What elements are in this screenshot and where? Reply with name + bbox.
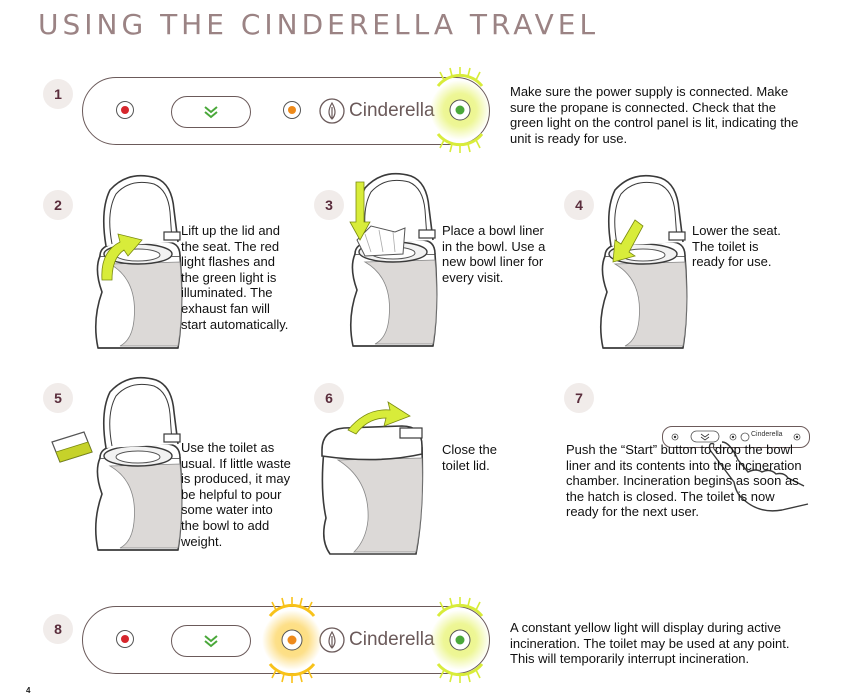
toilet-lid-open-illustration <box>80 170 190 360</box>
chevron-down-icon <box>204 106 218 119</box>
page-title: USING THE CINDERELLA TRAVEL <box>38 8 600 41</box>
mini-control-panel: Cinderella <box>662 426 810 448</box>
step-number-3: 3 <box>314 190 344 220</box>
step-7-text: Push the “Start” button to drop the bowl… <box>566 442 802 520</box>
step-8-text: A constant yellow light will display dur… <box>510 620 790 667</box>
start-button[interactable] <box>171 96 251 128</box>
step-number-7: 7 <box>564 383 594 413</box>
toilet-lid-closed-illustration <box>321 401 424 555</box>
red-light <box>115 629 135 649</box>
step-2-text: Lift up the lid and the seat. The red li… <box>181 223 289 332</box>
toilet-bowl-liner-illustration <box>349 168 445 358</box>
step-3-text: Place a bowl liner in the bowl. Use a ne… <box>442 223 546 285</box>
step-number-5: 5 <box>43 383 73 413</box>
leaf-logo-icon <box>319 98 345 124</box>
toilet-seat-lowered-illustration <box>585 170 695 360</box>
brand-logo: Cinderella <box>318 625 438 655</box>
finger-pressing-icon <box>708 441 809 512</box>
step-1-text: Make sure the power supply is connected.… <box>510 84 799 146</box>
brand-name: Cinderella <box>349 100 435 121</box>
red-light <box>115 100 135 120</box>
water-cup-icon <box>51 431 93 463</box>
step-number-2: 2 <box>43 190 73 220</box>
green-glow <box>430 597 490 683</box>
control-panel-1: Cinderella <box>82 77 490 145</box>
step-4-text: Lower the seat. The toilet is ready for … <box>692 223 781 270</box>
page-number: 4 <box>26 686 31 695</box>
step-number-6: 6 <box>314 383 344 413</box>
mini-brand-name: Cinderella <box>751 431 783 438</box>
step-5-text: Use the toilet as usual. If little waste… <box>181 440 291 549</box>
brand-name: Cinderella <box>349 629 435 650</box>
step-6-text: Close the toilet lid. <box>442 442 497 473</box>
orange-light <box>282 100 302 120</box>
brand-logo: Cinderella <box>318 96 438 126</box>
start-button[interactable] <box>171 625 251 657</box>
step-number-4: 4 <box>564 190 594 220</box>
step-number-1: 1 <box>43 79 73 109</box>
step-number-8: 8 <box>43 614 73 644</box>
orange-glow <box>262 597 322 683</box>
green-glow <box>430 67 490 153</box>
chevron-down-icon <box>204 635 218 648</box>
